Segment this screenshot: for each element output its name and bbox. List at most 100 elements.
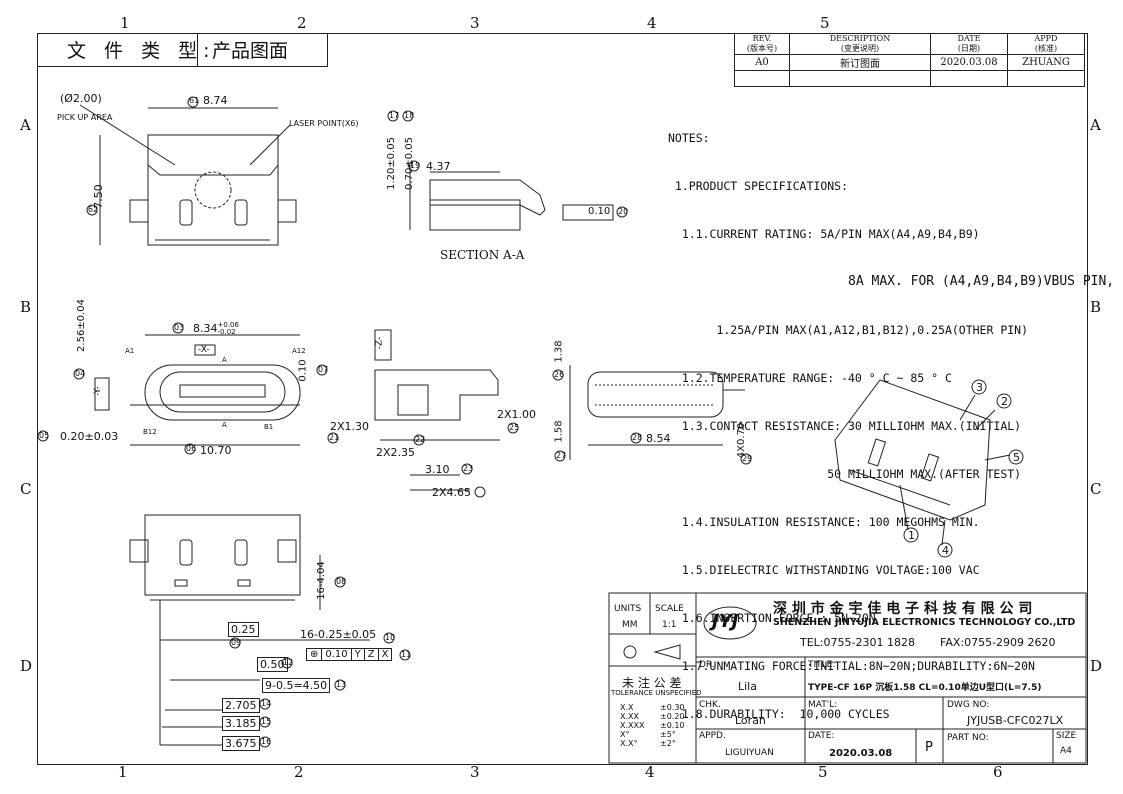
- appd-value: LIGUIYUAN: [725, 748, 774, 758]
- datum-y: -Y-: [92, 386, 103, 396]
- pickup-area-label: PICK UP AREA: [57, 113, 113, 122]
- zone-col-1: 1: [120, 14, 130, 32]
- side-dim-5: 2X1.00: [497, 408, 537, 421]
- end-dim-2: 1.58: [553, 420, 565, 443]
- tolerance-row: X°±5°: [620, 730, 676, 739]
- side-dim-2: 2X2.35: [376, 446, 416, 459]
- zone-col-1-bottom: 1: [118, 763, 128, 781]
- balloon: 10: [385, 633, 396, 642]
- note-line: 50 MILLIOHM MAX.(AFTER TEST): [668, 467, 1022, 481]
- front-height-dim: 2.56±0.04: [75, 299, 87, 352]
- title-value: TYPE-CF 16P 沉板1.58 CL=0.10单边U型口(L=7.5): [808, 683, 1042, 693]
- note-line: 8A MAX. FOR (A4,A9,B4,B9)VBUS PIN,: [668, 274, 1115, 289]
- balloon: 5: [1013, 451, 1020, 464]
- date-label: DATE:: [808, 731, 835, 741]
- company-name-cn: 深 圳 市 金 宇 佳 电 子 科 技 有 限 公 司: [773, 601, 1033, 617]
- tolerance-title: 未 注 公 差: [622, 676, 682, 690]
- bottom-dim-050: 0.50: [257, 657, 288, 672]
- units-value: MM: [622, 620, 638, 630]
- zone-col-4: 4: [647, 14, 657, 32]
- balloon: 20: [618, 207, 629, 216]
- end-dim-3: 8.54: [646, 432, 671, 445]
- balloon: 25: [509, 423, 520, 432]
- dr-label: DR.: [699, 660, 715, 670]
- bottom-dim-pitch-total: 9-0.5=4.50: [262, 678, 331, 693]
- section-dim-length: 4.37: [426, 160, 451, 173]
- position-tol-value: 0.10: [322, 649, 352, 660]
- front-gap-dim: 0.10: [297, 359, 309, 382]
- balloon: 04: [75, 369, 86, 378]
- laser-point-label: LASER POINT(X6): [289, 119, 359, 128]
- document-type-label: 文 件 类 型:: [67, 40, 216, 62]
- company-logo: JYJ: [712, 611, 739, 632]
- note-line: 1.PRODUCT SPECIFICATIONS:: [668, 179, 849, 193]
- balloon: 3: [976, 381, 983, 394]
- side-dim-3: 3.10: [425, 463, 450, 476]
- balloon: 14: [261, 699, 272, 708]
- chk-value: Loran: [735, 714, 766, 727]
- zone-col-2-bottom: 2: [294, 763, 304, 781]
- position-symbol-icon: ⊕: [307, 649, 323, 660]
- balloon: 1: [908, 529, 915, 542]
- zone-col-2: 2: [297, 14, 307, 32]
- section-view-outline: [409, 165, 614, 231]
- datum-ref: Y: [351, 649, 365, 660]
- zone-col-6-bottom: 6: [993, 763, 1003, 781]
- zone-row-b-right: B: [1090, 298, 1102, 316]
- balloon: 18: [404, 111, 415, 120]
- balloon: 62: [88, 205, 99, 214]
- note-line: 1.1.CURRENT RATING: 5A/PIN MAX(A4,A9,B4,…: [668, 227, 980, 241]
- bottom-dim-3675: 3.675: [222, 736, 260, 751]
- balloon: 08: [336, 577, 347, 586]
- section-label: SECTION A-A: [440, 248, 525, 262]
- notes-title: NOTES:: [668, 131, 710, 145]
- balloon: 06: [186, 444, 197, 453]
- front-total-width-dim: 10.70: [200, 444, 232, 457]
- note-line: 1.7.UNMATING FORCE:INITIAL:8N~20N;DURABI…: [668, 659, 1035, 673]
- size-value: A4: [1060, 746, 1072, 756]
- end-view-outline: [569, 365, 745, 460]
- isometric-view-outline: [834, 379, 1011, 546]
- zone-row-b: B: [20, 298, 32, 316]
- balloon: 27: [556, 451, 567, 460]
- datum-ref: X: [381, 649, 389, 660]
- end-dim-4: 4X0.70: [736, 422, 748, 459]
- balloon: 15: [261, 717, 272, 726]
- company-tel: TEL:0755-2301 1828: [800, 636, 915, 649]
- front-view-outline: [94, 334, 301, 446]
- material-label: MAT'L:: [808, 700, 838, 710]
- balloon-circles: [37, 96, 1024, 748]
- bottom-dim-2705: 2.705: [222, 698, 260, 713]
- revision-letter: P: [925, 740, 933, 755]
- revision-table: REV.(版本号) DESCRIPTION(变更说明) DATE(日期) APP…: [734, 33, 1085, 87]
- note-line: 1.5.DIELECTRIC WITHSTANDING VOLTAGE:100 …: [668, 563, 980, 577]
- tolerance-subtitle: TOLERANCE UNSPECIFIED: [611, 689, 702, 697]
- section-flatness: 0.10: [588, 206, 611, 217]
- balloon: 28: [632, 433, 643, 442]
- balloon: 4: [942, 544, 949, 557]
- balloon: 11: [401, 650, 412, 659]
- dr-value: Lila: [738, 680, 757, 693]
- bottom-view-outline: [129, 514, 370, 746]
- balloon: 61: [189, 96, 200, 105]
- tolerance-row: X.XX±0.20: [620, 712, 685, 721]
- note-line: 1.8.DURABILITY: 10,000 CYCLES: [668, 707, 890, 721]
- company-name-en: SHENZHEN JINYUJIA ELECTRONICS TECHNOLOGY…: [773, 617, 1076, 628]
- bottom-dim-3185: 3.185: [222, 716, 260, 731]
- side-view-outline: [374, 329, 500, 498]
- date-value: 2020.03.08: [829, 748, 893, 759]
- document-type-header: 文 件 类 型: 产品图面: [37, 33, 328, 67]
- tolerance-row: X.X±0.30: [620, 703, 685, 712]
- dwg-no-value: JYJUSB-CFC027LX: [967, 714, 1064, 727]
- top-width-dim: 8.74: [203, 94, 228, 107]
- zone-row-a-right: A: [1090, 116, 1101, 134]
- zone-col-4-bottom: 4: [645, 763, 655, 781]
- zone-col-3: 3: [470, 14, 480, 32]
- pin-label-a12: A12: [292, 347, 306, 355]
- note-line: 1.25A/PIN MAX(A1,A12,B1,B12),0.25A(OTHER…: [668, 323, 1029, 337]
- tolerance-table: X.X±0.30 X.XX±0.20 X.XXX±0.10 X°±5° X.X°…: [620, 703, 685, 748]
- balloon: 19: [410, 161, 421, 170]
- zone-row-c: C: [20, 480, 32, 498]
- zone-row-c-right: C: [1090, 480, 1102, 498]
- balloon: 2: [1001, 395, 1008, 408]
